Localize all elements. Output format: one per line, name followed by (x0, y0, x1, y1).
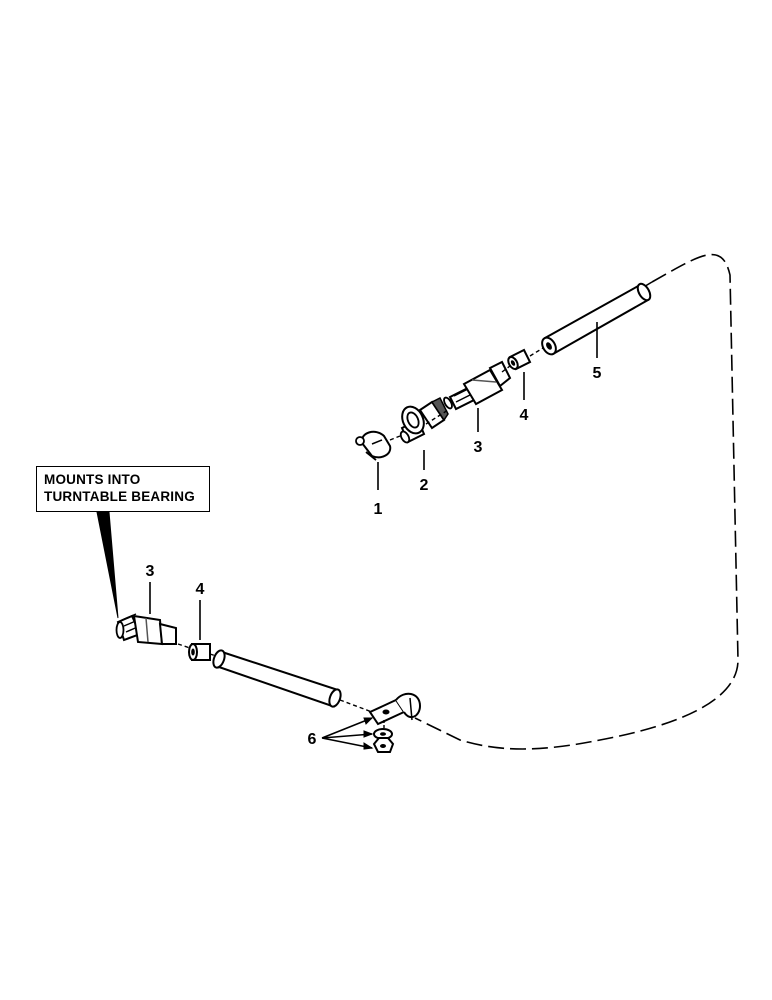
hose-section-lower (212, 649, 342, 708)
item-number-5: 5 (593, 365, 602, 382)
item-number-3-lower: 3 (146, 563, 155, 580)
grease-fitting (355, 430, 392, 461)
item-number-6: 6 (308, 731, 317, 748)
leader-lines-lower (149, 582, 373, 749)
hose-route-dashed-line (414, 253, 739, 750)
item-number-4-lower: 4 (196, 581, 205, 598)
leader-arrowheads (363, 717, 374, 750)
leader-lines-upper (377, 322, 598, 490)
hose-section-upper (541, 282, 652, 356)
connector-lower (115, 613, 177, 646)
mounting-callout: MOUNTS INTO TURNTABLE BEARING (36, 466, 210, 512)
item-number-3-upper: 3 (474, 439, 483, 456)
sleeve-upper (507, 348, 532, 371)
callout-pointer (96, 511, 119, 619)
alignment-line-lower (177, 643, 373, 713)
item-number-2: 2 (420, 477, 429, 494)
item-number-4-upper: 4 (520, 407, 529, 424)
callout-line-2: TURNTABLE BEARING (44, 489, 195, 504)
washer-and-nut (372, 728, 395, 753)
sleeve-lower (188, 643, 211, 661)
hose-clamp (368, 692, 422, 726)
item-number-1: 1 (374, 501, 383, 518)
callout-line-1: MOUNTS INTO (44, 472, 141, 487)
bulkhead-fitting (399, 396, 449, 444)
connector-upper (443, 360, 512, 411)
